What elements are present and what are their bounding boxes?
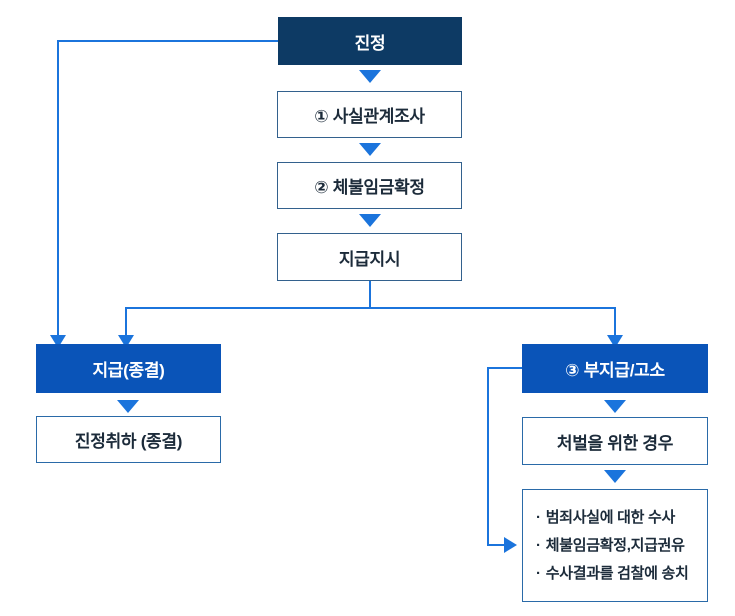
arrow-down-icon	[604, 470, 626, 483]
bullet-icon: ·	[536, 536, 541, 554]
list-item: ·체불임금확정,지급권유	[536, 532, 688, 560]
node-nonpayment-accusation: ③ 부지급/고소	[522, 344, 708, 393]
connector-farleft-horizontal	[57, 40, 278, 42]
list-item-text: 체불임금확정,지급권유	[545, 536, 685, 554]
node-punishment-case: 처벌을 위한 경우	[522, 417, 708, 465]
connector-loop-bottom-horizontal	[487, 544, 506, 546]
arrow-down-icon	[359, 143, 381, 156]
node-complaint: 진정	[278, 17, 462, 65]
list-item-text: 수사결과를 검찰에 송치	[545, 564, 689, 582]
arrow-right-icon	[504, 537, 517, 553]
connector-branch-right-vertical	[614, 307, 616, 337]
bullet-icon: ·	[536, 508, 541, 526]
arrow-down-icon	[359, 214, 381, 227]
node-payment-order: 지급지시	[277, 233, 462, 281]
arrow-down-icon	[604, 400, 626, 413]
connector-farleft-vertical	[57, 40, 59, 337]
node-unpaid-wage-confirmation: ② 체불임금확정	[277, 162, 462, 209]
list-item: ·범죄사실에 대한 수사	[536, 504, 688, 532]
bullet-icon: ·	[536, 564, 541, 582]
node-fact-investigation: ① 사실관계조사	[277, 91, 462, 138]
node-withdrawal-closed: 진정취하 (종결)	[36, 416, 221, 463]
connector-loop-vertical	[487, 367, 489, 546]
arrow-down-icon	[117, 400, 139, 413]
node-payment-closed: 지급(종결)	[36, 344, 221, 393]
node-investigation-steps: ·범죄사실에 대한 수사 ·체불임금확정,지급권유 ·수사결과를 검찰에 송치	[522, 489, 708, 602]
connector-loop-top-horizontal	[487, 367, 522, 369]
connector-center-vertical	[369, 281, 371, 308]
investigation-steps-list: ·범죄사실에 대한 수사 ·체불임금확정,지급권유 ·수사결과를 검찰에 송치	[536, 504, 689, 588]
list-item: ·수사결과를 검찰에 송치	[536, 560, 689, 588]
connector-branch-horizontal	[125, 307, 616, 309]
arrow-down-icon	[359, 70, 381, 83]
list-item-text: 범죄사실에 대한 수사	[545, 508, 676, 526]
connector-branch-left-vertical	[125, 307, 127, 337]
